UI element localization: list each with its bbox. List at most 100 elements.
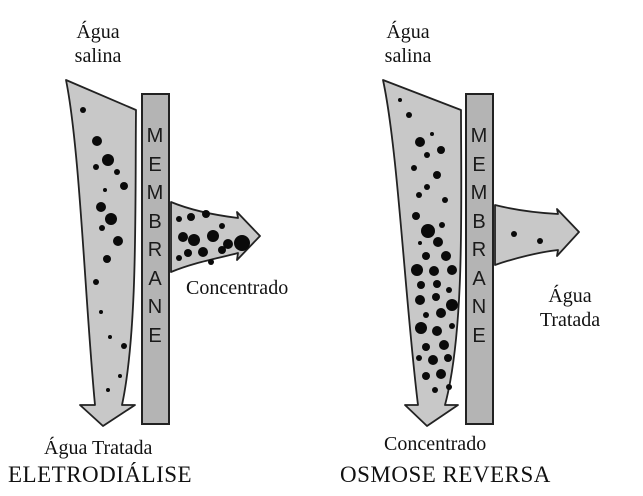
salt-particle [537, 238, 543, 244]
salt-particle [92, 136, 102, 146]
salt-particle [418, 241, 422, 245]
salt-particle [511, 231, 517, 237]
salt-particle [447, 265, 457, 275]
salt-particle [103, 255, 111, 263]
right-concentrate-label: Concentrado [384, 432, 486, 456]
membrane-letter: N [143, 293, 167, 322]
salt-particle [207, 230, 219, 242]
membrane-letter: M [467, 122, 491, 151]
left-caption-electrodialysis: ELETRODIÁLISE [8, 462, 192, 488]
membrane-letter: M [467, 179, 491, 208]
salt-particle [433, 237, 443, 247]
salt-particle [406, 112, 412, 118]
left-membrane-label: M E M B R A N E [143, 122, 167, 350]
salt-particle [80, 107, 86, 113]
salt-particle [446, 299, 458, 311]
salt-particle [424, 184, 430, 190]
salt-particle [178, 232, 188, 242]
membrane-letter: R [467, 236, 491, 265]
membrane-letter: M [143, 179, 167, 208]
salt-particle [439, 222, 445, 228]
salt-particle [432, 387, 438, 393]
salt-particle [433, 171, 441, 179]
left-main-stream-arrow [66, 80, 136, 426]
salt-particle [432, 293, 440, 301]
salt-particle [198, 247, 208, 257]
membrane-letter: R [143, 236, 167, 265]
salt-particle [411, 264, 423, 276]
salt-particle [422, 372, 430, 380]
salt-particle [415, 295, 425, 305]
salt-particle [118, 374, 122, 378]
salt-particle [424, 152, 430, 158]
membrane-letter: M [143, 122, 167, 151]
salt-particle [176, 216, 182, 222]
salt-particle [93, 279, 99, 285]
salt-particle [102, 154, 114, 166]
salt-particle [432, 326, 442, 336]
salt-particle [417, 281, 425, 289]
salt-particle [99, 225, 105, 231]
salt-particle [93, 164, 99, 170]
salt-particle [202, 210, 210, 218]
right-membrane-label: M E M B R A N E [467, 122, 491, 350]
membrane-letter: E [143, 151, 167, 180]
salt-particle [436, 308, 446, 318]
salt-particle [436, 369, 446, 379]
salt-particle [208, 259, 214, 265]
right-treated-water-label: Água Tratada [530, 284, 610, 332]
left-input-label-line2: salina [58, 44, 138, 68]
salt-particle [412, 212, 420, 220]
salt-particle [219, 223, 225, 229]
membrane-letter: N [467, 293, 491, 322]
left-input-label: Água salina [58, 20, 138, 68]
salt-particle [416, 192, 422, 198]
salt-particle [422, 343, 430, 351]
right-input-label: Água salina [368, 20, 448, 68]
salt-particle [184, 249, 192, 257]
membrane-letter: B [143, 208, 167, 237]
left-concentrate-label: Concentrado [186, 276, 288, 300]
membrane-letter: B [467, 208, 491, 237]
salt-particle [416, 355, 422, 361]
salt-particle [428, 355, 438, 365]
salt-particle [108, 335, 112, 339]
salt-particle [218, 246, 226, 254]
salt-particle [106, 388, 110, 392]
salt-particle [411, 165, 417, 171]
salt-particle [444, 354, 452, 362]
salt-particle [114, 169, 120, 175]
salt-particle [113, 236, 123, 246]
salt-particle [423, 312, 429, 318]
salt-particle [121, 343, 127, 349]
right-input-label-line1: Água [368, 20, 448, 44]
left-treated-water-label: Água Tratada [44, 436, 152, 460]
salt-particle [422, 252, 430, 260]
salt-particle [234, 235, 250, 251]
salt-particle [446, 384, 452, 390]
right-caption-reverse-osmosis: OSMOSE REVERSA [340, 462, 551, 488]
right-input-label-line2: salina [368, 44, 448, 68]
right-treated-water-line1: Água [530, 284, 610, 308]
salt-particle [437, 146, 445, 154]
salt-particle [120, 182, 128, 190]
salt-particle [421, 224, 435, 238]
salt-particle [96, 202, 106, 212]
salt-particle [429, 266, 439, 276]
salt-particle [188, 234, 200, 246]
membrane-letter: A [143, 265, 167, 294]
membrane-letter: A [467, 265, 491, 294]
left-input-label-line1: Água [58, 20, 138, 44]
salt-particle [446, 287, 452, 293]
salt-particle [430, 132, 434, 136]
membrane-letter: E [467, 322, 491, 351]
salt-particle [99, 310, 103, 314]
salt-particle [105, 213, 117, 225]
salt-particle [433, 280, 441, 288]
salt-particle [415, 137, 425, 147]
salt-particle [442, 197, 448, 203]
salt-particle [449, 323, 455, 329]
salt-particle [398, 98, 402, 102]
